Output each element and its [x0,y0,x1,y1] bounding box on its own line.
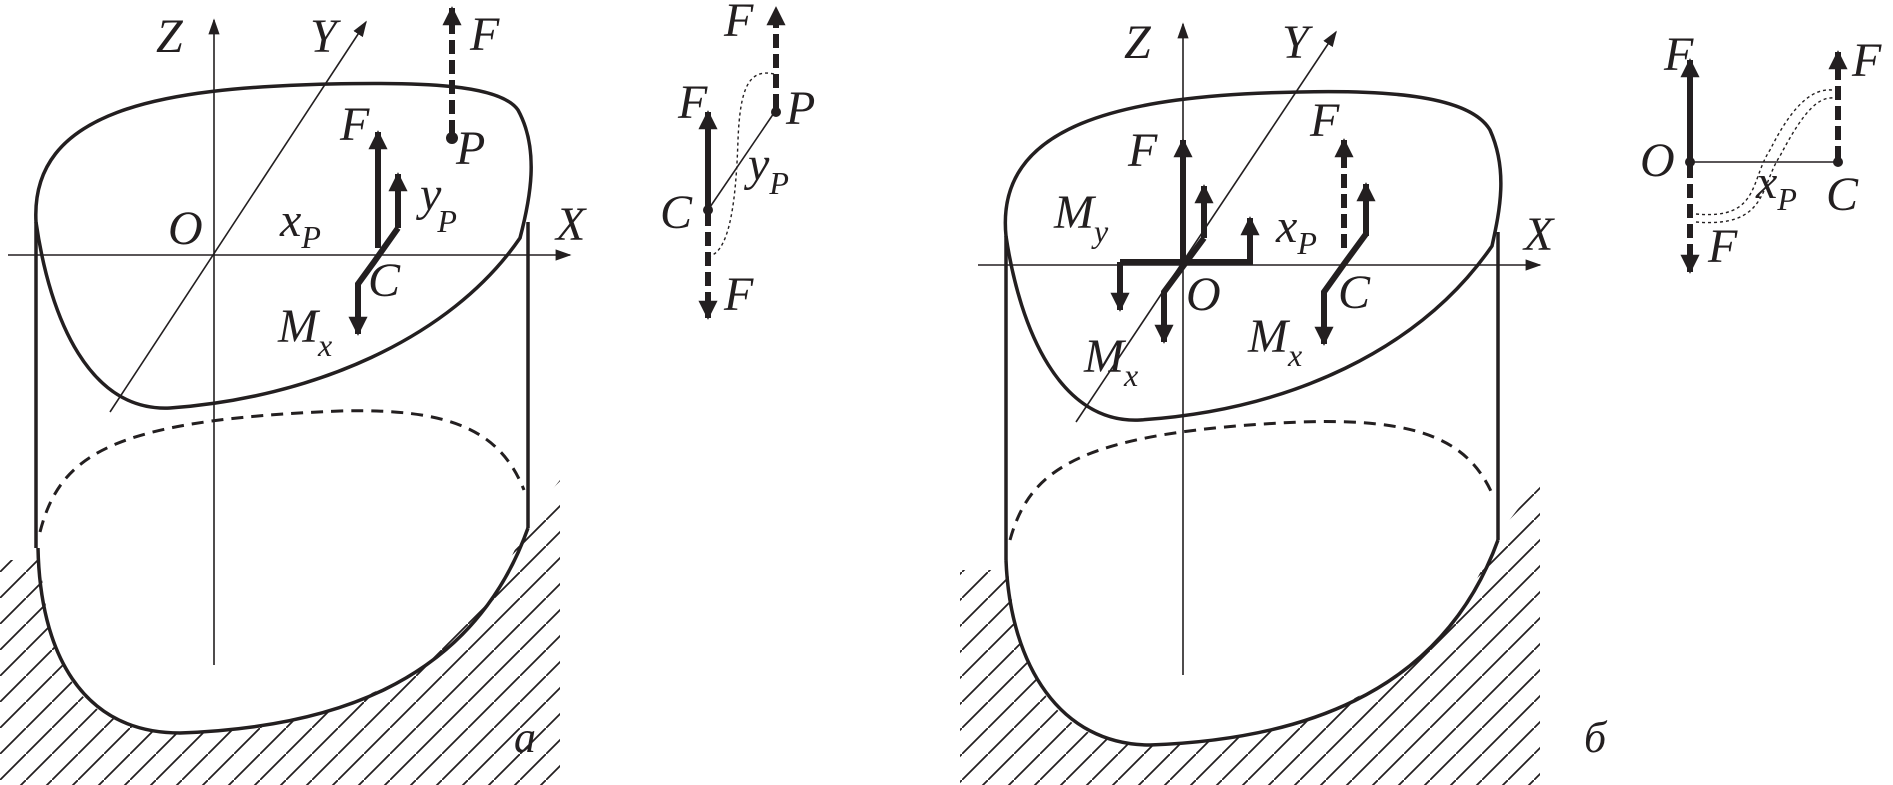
inset-a: F F F C P yP [660,0,815,321]
cylinder-top-face-a [34,81,533,410]
y-axis-label-b: Y [1282,16,1313,69]
caption-b: б [1584,713,1608,762]
inset-a-point-c [703,205,713,215]
inset-b-point-c-label: C [1826,168,1859,221]
figure-a: Z Y X O F P F C xP yP Mx F F F C P [0,0,815,785]
yp-label-a: yP [415,168,457,239]
force-p-label-a: F [469,8,500,61]
inset-a-force-top-label: F [723,0,754,47]
point-p-label-a: P [455,122,485,175]
moment-x-o-label-b: Mx [1083,330,1138,393]
inset-b-point-o-label: O [1640,134,1675,187]
ground-base-a [40,520,528,733]
inset-b-point-c [1833,157,1843,167]
moment-y-label-b: My [1053,186,1109,249]
caption-a: а [514,713,536,762]
inset-b-force-left-label: F [1663,28,1694,81]
moment-x-c-label-b: Mx [1247,310,1302,373]
inset-b-path-2 [1695,97,1835,224]
inset-a-yp-label: yP [743,138,789,201]
inset-a-lever [707,109,777,211]
inset-b: F F F O C xP [1640,28,1882,274]
inset-a-point-p-label: P [785,82,815,135]
x-axis-label-b: X [1522,208,1555,261]
cylinder-bottom-front-b [1004,539,1500,747]
force-o-label-b: F [1127,124,1158,177]
origin-label-b: O [1186,268,1221,321]
centroid-label-a: C [368,254,401,307]
inset-b-path-1 [1695,89,1833,216]
xp-label-b: xP [1275,200,1317,261]
origin-label-a: O [168,202,203,255]
inset-b-force-bottom-label: F [1707,220,1738,273]
figure-b: Z Y X O F F C My Mx Mx xP F F [960,16,1882,785]
z-axis-label-a: Z [156,10,184,63]
point-p-a [446,132,458,144]
x-axis-label-a: X [554,198,587,251]
cylinder-top-face-b [1003,89,1503,422]
force-c-label-b: F [1309,94,1340,147]
inset-b-point-o [1685,157,1695,167]
ground-base-b [1008,535,1498,745]
force-c-label-a: F [339,98,370,151]
centroid-label-b: C [1338,266,1371,319]
inset-b-xp-label: xP [1755,156,1797,217]
inset-a-path [709,72,775,257]
inset-a-force-bottom-label: F [723,268,754,321]
cylinder-bottom-back-a [38,409,526,533]
ground-hatching-b [960,480,1540,785]
cylinder-bottom-front-a [36,527,530,735]
inset-a-force-c-label: F [677,76,708,129]
xp-label-a: xP [279,194,321,255]
y-axis-a [109,20,367,413]
inset-b-force-right-label: F [1851,34,1882,87]
inset-a-point-c-label: C [660,186,693,239]
inset-a-point-p [771,107,781,117]
ground-hatching-a [0,480,560,785]
y-axis-label-a: Y [310,10,341,63]
cylinder-bottom-back-b [1008,420,1496,541]
moment-x-label-a: Mx [277,300,332,363]
z-axis-label-b: Z [1124,16,1152,69]
